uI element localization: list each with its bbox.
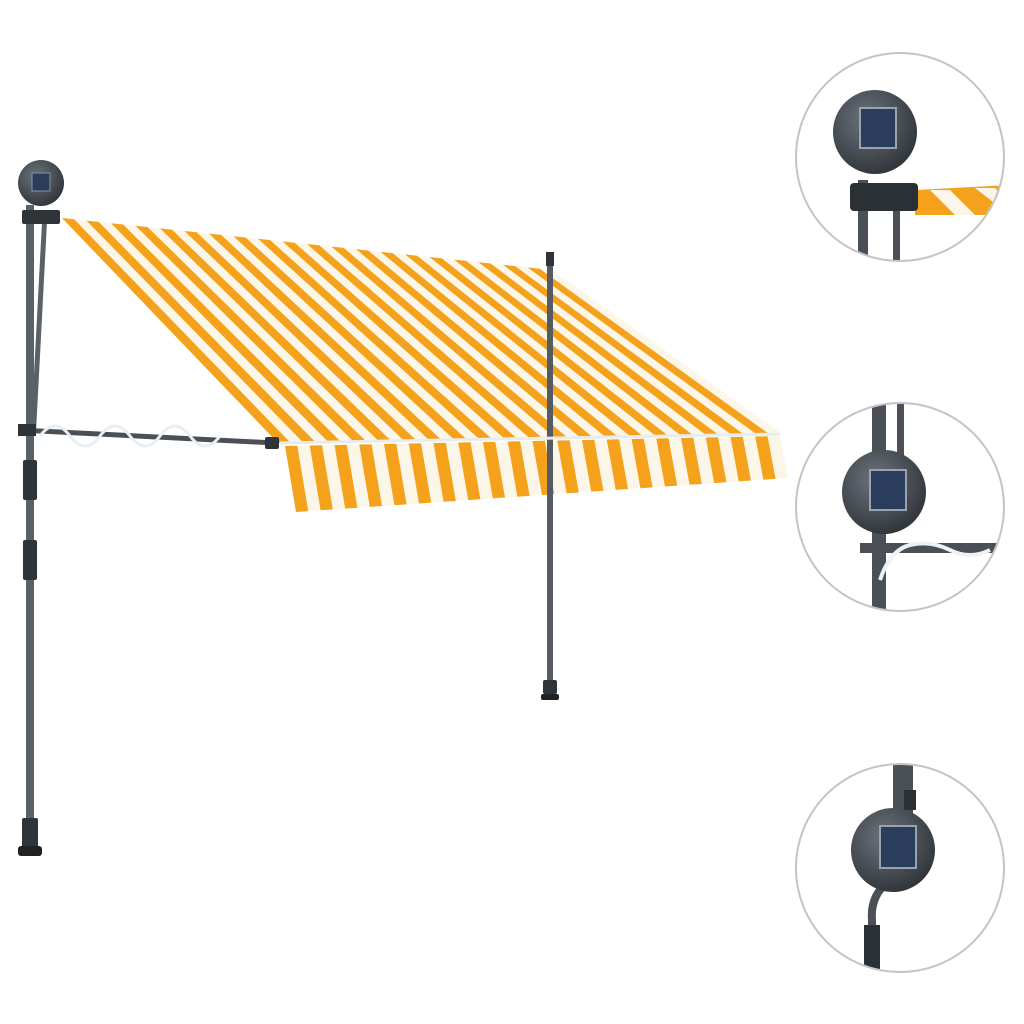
valance-stripe: [309, 445, 333, 511]
canopy-stripe: [539, 268, 782, 435]
canopy-stripe: [184, 231, 417, 441]
valance-stripe: [334, 444, 358, 509]
right-support-pole: [541, 252, 559, 700]
canopy-stripe: [98, 221, 329, 443]
valance-stripe: [742, 436, 764, 481]
canopy-stripe: [74, 219, 304, 443]
canopy-stripe: [380, 251, 619, 438]
valance-stripe: [643, 438, 665, 488]
canopy-stripe: [478, 262, 719, 436]
valance-stripe: [594, 439, 616, 491]
canopy-stripe: [417, 255, 656, 437]
valance-stripe: [495, 441, 518, 498]
canopy-stripe: [123, 224, 354, 442]
canopy-stripe: [221, 234, 455, 441]
canopy-stripe: [282, 241, 518, 439]
valance-stripe: [408, 443, 432, 504]
awning-canopy: [62, 218, 782, 443]
valance-stripe: [458, 442, 481, 501]
valance-stripe: [470, 442, 493, 500]
valance-stripe: [718, 437, 739, 483]
valance-stripe: [421, 443, 444, 503]
left-support-pole: [18, 205, 60, 856]
valance-stripe: [445, 442, 469, 501]
canopy-stripe: [503, 264, 745, 435]
awning-valance: [285, 436, 788, 512]
canopy-stripe: [160, 228, 392, 442]
valance-stripe: [681, 437, 702, 485]
canopy-stripe: [294, 242, 530, 439]
canopy-stripe: [172, 229, 404, 441]
canopy-stripe: [86, 220, 316, 443]
canopy-stripe: [515, 266, 757, 435]
valance-stripe: [433, 442, 456, 502]
valance-stripe: [384, 443, 407, 506]
detail-inset-solar-middle: [795, 402, 1005, 612]
valance-stripe: [693, 437, 715, 484]
valance-stripe: [631, 438, 653, 489]
canopy-stripe: [233, 236, 467, 440]
canopy-stripe: [147, 227, 379, 442]
canopy-stripe: [111, 223, 341, 443]
valance-stripe: [359, 444, 383, 507]
canopy-stripe: [466, 260, 707, 436]
canopy-stripe: [270, 240, 505, 440]
canopy-stripe: [454, 259, 694, 436]
awning: [62, 218, 788, 512]
canopy-stripe: [368, 250, 606, 438]
valance-stripe: [557, 440, 579, 494]
valance-stripe: [520, 441, 542, 496]
canopy-stripe: [392, 253, 631, 437]
valance-stripe: [619, 439, 641, 490]
canopy-stripe: [62, 218, 291, 443]
canopy-stripe: [405, 254, 644, 437]
canopy-stripe: [258, 238, 493, 440]
valance-stripe: [297, 445, 321, 512]
detail-inset-solar-bottom: [795, 763, 1005, 973]
canopy-stripe: [331, 246, 568, 439]
valance-stripe: [730, 436, 752, 482]
valance-stripe: [322, 445, 346, 510]
canopy-stripe: [343, 247, 581, 438]
canopy-stripe: [527, 267, 770, 435]
valance-stripe: [668, 438, 690, 486]
canopy-stripe: [356, 249, 593, 438]
valance-stripe: [582, 439, 604, 492]
valance-stripe: [705, 437, 727, 484]
valance-stripe: [755, 436, 776, 480]
valance-stripe: [483, 441, 506, 499]
canopy-stripe: [209, 233, 442, 441]
valance-stripe: [371, 444, 395, 507]
valance-stripe: [767, 436, 788, 479]
awning-arm: [18, 424, 781, 449]
valance-stripe: [346, 444, 370, 508]
canopy-stripe: [441, 258, 682, 437]
valance-stripe: [396, 443, 419, 505]
valance-stripe: [507, 441, 530, 497]
valance-stripe: [569, 440, 592, 493]
canopy-stripe: [307, 244, 543, 439]
canopy-stripe: [319, 245, 556, 439]
valance-stripe: [656, 438, 678, 487]
valance-stripe: [285, 445, 309, 512]
valance-stripe: [606, 439, 629, 490]
canopy-stripe: [196, 232, 430, 441]
solar-light-icon: [18, 160, 64, 206]
canopy-stripe: [135, 225, 367, 442]
canopy-stripe: [245, 237, 480, 440]
detail-inset-solar-top: [795, 52, 1005, 262]
